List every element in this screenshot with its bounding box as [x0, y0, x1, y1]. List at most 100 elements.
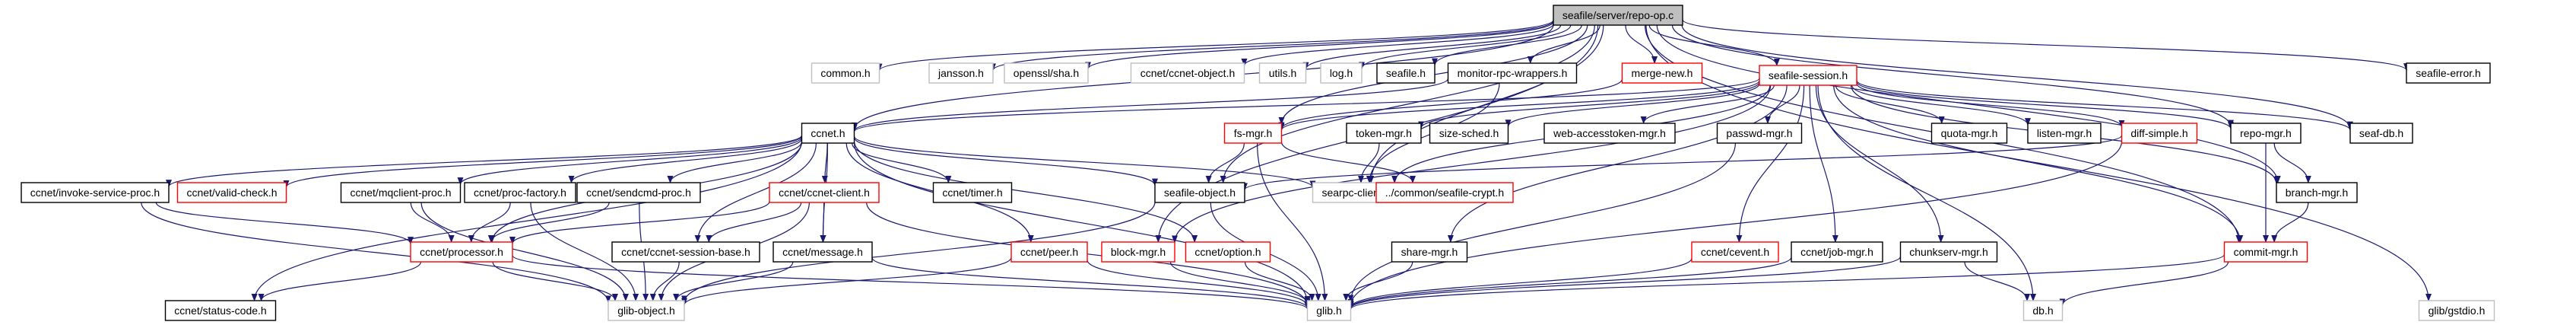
node-cevent[interactable]: ccnet/cevent.h — [1691, 241, 1779, 263]
node-blockmgr[interactable]: block-mgr.h — [1101, 241, 1175, 263]
edge-repomgr-to-branch — [2273, 142, 2311, 183]
node-chunkserv[interactable]: chunkserv-mgr.h — [1899, 241, 1998, 263]
edge-tokenmgr-to-searpc — [1358, 142, 1380, 183]
node-mqclient[interactable]: ccnet/mqclient-proc.h — [340, 182, 462, 203]
edge-commitmgr-to-dbh — [2059, 261, 2229, 307]
node-box — [2349, 123, 2413, 144]
node-sharemgr[interactable]: share-mgr.h — [1391, 241, 1468, 263]
node-label: seafile/server/repo-op.c — [1562, 9, 1673, 21]
edge-mqclient-to-processor — [410, 202, 455, 243]
node-commitmgr[interactable]: commit-mgr.h — [2223, 241, 2308, 263]
node-label: ccnet.h — [811, 127, 845, 139]
node-message[interactable]: ccnet/message.h — [772, 241, 873, 263]
edge-fsmgr-to-crypt — [1280, 142, 1416, 183]
node-label: merge-new.h — [1632, 67, 1693, 79]
node-label: token-mgr.h — [1356, 127, 1412, 139]
node-label: repo-mgr.h — [2240, 127, 2292, 139]
node-label: ccnet/peer.h — [1020, 246, 1078, 258]
node-box — [1447, 62, 1578, 84]
node-tokenmgr[interactable]: token-mgr.h — [1346, 123, 1422, 144]
node-session[interactable]: seafile-session.h — [1759, 65, 1857, 86]
node-repomgr[interactable]: repo-mgr.h — [2230, 123, 2302, 144]
edge-blockmgr-to-glib — [1169, 261, 1311, 305]
node-seafile[interactable]: seafile.h — [1376, 62, 1436, 84]
node-passwd[interactable]: passwd-mgr.h — [1716, 123, 1803, 144]
node-jobmgr[interactable]: ccnet/job-mgr.h — [1791, 241, 1883, 263]
node-box — [176, 182, 287, 203]
node-client[interactable]: ccnet/ccnet-client.h — [769, 182, 880, 203]
node-fsmgr[interactable]: fs-mgr.h — [1223, 123, 1283, 144]
node-gstdio: glib/gstdio.h — [2418, 300, 2495, 321]
node-option[interactable]: ccnet/option.h — [1185, 241, 1271, 263]
node-seaferror[interactable]: seafile-error.h — [2406, 62, 2491, 84]
node-listen[interactable]: listen-mgr.h — [2027, 123, 2102, 144]
node-label: ccnet/valid-check.h — [186, 186, 277, 199]
edge-ccneth-to-mqclient — [457, 136, 803, 186]
node-label: utils.h — [1269, 67, 1297, 79]
node-box — [340, 182, 462, 203]
node-seafdb[interactable]: seaf-db.h — [2349, 123, 2413, 144]
node-webaccess[interactable]: web-accesstoken-mgr.h — [1543, 123, 1676, 144]
node-box — [811, 62, 880, 84]
node-valid[interactable]: ccnet/valid-check.h — [176, 182, 287, 203]
node-box — [932, 182, 1013, 203]
node-sendcmd[interactable]: ccnet/sendcmd-proc.h — [576, 182, 701, 203]
edge-session-to-diffsimple — [1856, 83, 2125, 128]
edge-ccneth-to-glib — [853, 142, 1311, 304]
edge-root-to-common — [876, 19, 1554, 72]
node-sessbase[interactable]: ccnet/ccnet-session-base.h — [611, 241, 760, 263]
node-ccneth[interactable]: ccnet.h — [801, 123, 855, 144]
node-invoke[interactable]: ccnet/invoke-service-proc.h — [21, 182, 170, 203]
node-dbh: db.h — [2022, 300, 2064, 321]
edge-session-to-seafdb — [1856, 80, 2353, 131]
node-timer[interactable]: ccnet/timer.h — [932, 182, 1013, 203]
node-box — [2027, 123, 2102, 144]
node-sizesched[interactable]: size-sched.h — [1429, 123, 1509, 144]
node-label: diff-simple.h — [2130, 127, 2187, 139]
node-peer[interactable]: ccnet/peer.h — [1010, 241, 1088, 263]
node-procfactory[interactable]: ccnet/proc-factory.h — [464, 182, 576, 203]
edge-root-to-seafobj — [1220, 24, 1595, 183]
node-label: seafile-session.h — [1769, 69, 1848, 81]
node-log: log.h — [1320, 62, 1363, 84]
node-box — [410, 241, 513, 263]
node-quota[interactable]: quota-mgr.h — [1930, 123, 2008, 144]
edge-root-to-utils — [1302, 24, 1562, 70]
node-label: share-mgr.h — [1401, 246, 1458, 258]
node-label: ccnet/processor.h — [420, 246, 503, 258]
edge-processor-to-glib — [512, 255, 1311, 311]
edge-root-to-mergenew — [1625, 24, 1658, 64]
edge-root-to-log — [1359, 24, 1572, 70]
node-box — [464, 182, 576, 203]
node-label: log.h — [1330, 67, 1353, 79]
edge-ccneth-to-searpc — [853, 135, 1316, 189]
edge-peer-to-glibobj — [681, 257, 1012, 306]
edge-session-to-chunkserv — [1815, 84, 1944, 243]
node-mergenew[interactable]: merge-new.h — [1621, 62, 1703, 84]
node-label: db.h — [2032, 304, 2053, 317]
node-label: glib/gstdio.h — [2428, 304, 2486, 317]
node-monitor[interactable]: monitor-rpc-wrappers.h — [1447, 62, 1578, 84]
node-crypt[interactable]: ../common/seafile-crypt.h — [1375, 182, 1514, 203]
node-processor[interactable]: ccnet/processor.h — [410, 241, 513, 263]
node-label: quota-mgr.h — [1941, 127, 1998, 139]
node-seafobj[interactable]: seafile-object.h — [1154, 182, 1245, 203]
edge-message-to-glibobj — [673, 261, 794, 301]
node-box — [164, 300, 277, 321]
edge-root-to-searpc — [1368, 24, 1604, 183]
node-label: ccnet/sendcmd-proc.h — [586, 186, 691, 199]
node-statuscode[interactable]: ccnet/status-code.h — [164, 300, 277, 321]
edge-seafobj-to-glibobj — [681, 202, 1156, 304]
node-label: ccnet/job-mgr.h — [1800, 246, 1873, 258]
node-diffsimple[interactable]: diff-simple.h — [2121, 123, 2198, 144]
node-label: chunkserv-mgr.h — [1909, 246, 1988, 258]
node-branch[interactable]: branch-mgr.h — [2276, 182, 2358, 203]
node-label: ccnet/proc-factory.h — [474, 186, 566, 199]
edge-session-to-quota — [1835, 84, 1945, 124]
edge-ccneth-to-invoke — [166, 135, 803, 188]
node-box — [1010, 241, 1088, 263]
node-root[interactable]: seafile/server/repo-op.c — [1553, 5, 1683, 26]
node-label: ccnet/mqclient-proc.h — [350, 186, 451, 199]
